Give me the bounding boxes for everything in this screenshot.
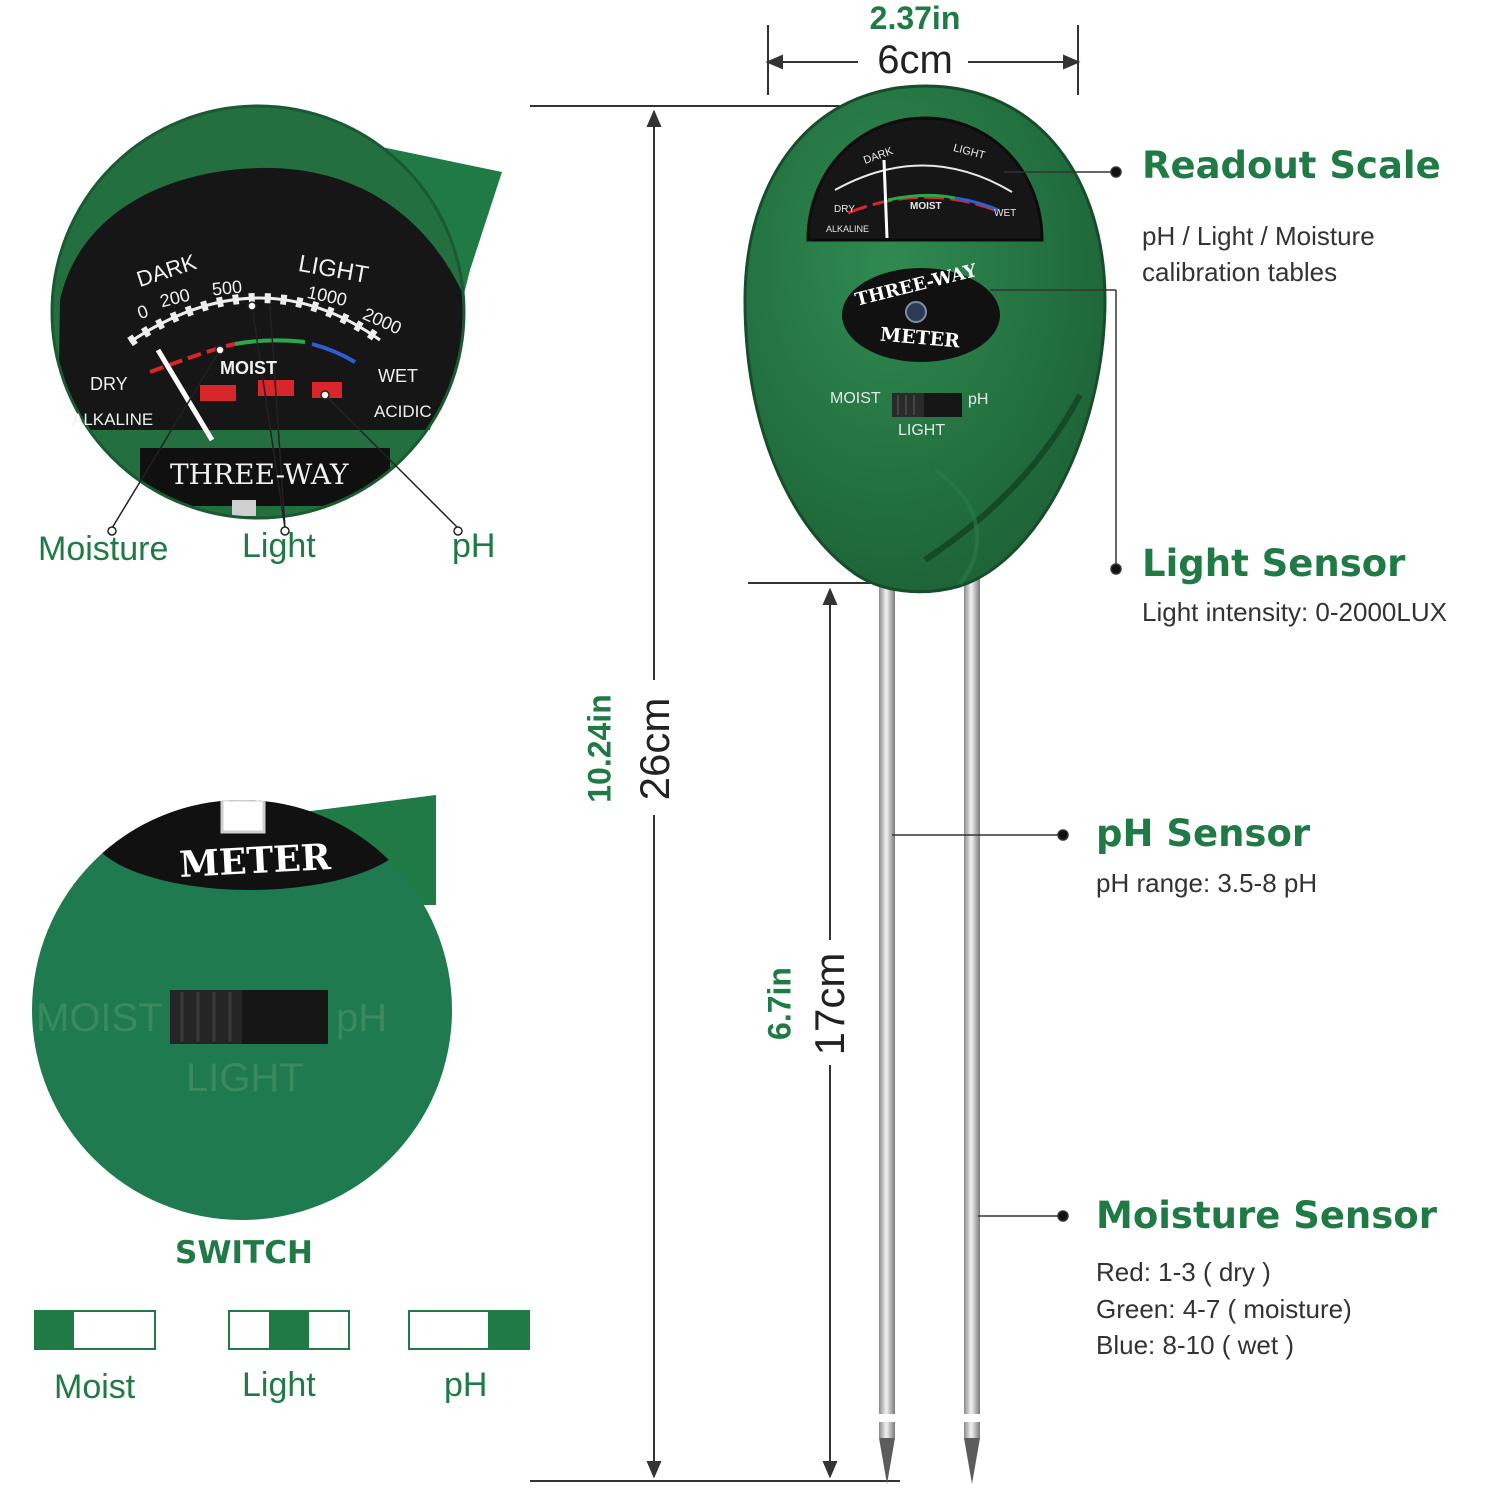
feature-desc-moisture-2: Green: 4-7 ( moisture) (1096, 1294, 1352, 1324)
meter-light-label: LIGHT (951, 142, 987, 162)
zoom-wet-label: WET (378, 366, 418, 386)
switch-indicator-ph (408, 1310, 530, 1350)
meter-switch-light: LIGHT (898, 422, 946, 439)
width-inch-label: 2.37in (869, 0, 961, 36)
meter-dial (806, 116, 1044, 242)
feature-desc-readout-1: pH / Light / Moisture (1142, 221, 1375, 251)
probe-dimension (748, 582, 872, 1479)
zoom-moist-label: MOIST (220, 358, 277, 378)
zoom-switch-moist: MOIST (36, 996, 163, 1040)
switch-label-light: Light (242, 1366, 316, 1404)
callout-light: Light (242, 527, 316, 565)
switch-title: SWITCH (175, 1235, 313, 1271)
probe-cm-label: 17cm (806, 952, 853, 1056)
feature-desc-light-1: Light intensity: 0-2000LUX (1142, 597, 1447, 627)
zoom-tick-200: 200 (157, 284, 192, 312)
probe-moisture (964, 560, 980, 1484)
meter-switch-moist: MOIST (830, 390, 881, 407)
feature-title-ph: pH Sensor (1096, 812, 1311, 855)
feature-title-light: Light Sensor (1142, 542, 1406, 585)
height-dimension (530, 105, 900, 1482)
switch-label-moist: Moist (54, 1368, 136, 1406)
meter-brand-oval (842, 268, 1000, 362)
zoom-dry-label: DRY (90, 374, 128, 394)
zoom-dial-text: DARK LIGHT 0 200 500 1000 2000 DRY MOIST… (52, 106, 464, 518)
switch-indicator-light (228, 1310, 350, 1350)
zoom-dial-circle (50, 104, 502, 520)
switch-indicator-light-knob (269, 1310, 309, 1350)
meter-dial-labels: DARK LIGHT DRY MOIST WET ALKALINE (808, 118, 1042, 240)
feature-title-readout: Readout Scale (1142, 144, 1441, 187)
zoom-callout-lines (107, 301, 463, 536)
meter-dark-label: DARK (861, 145, 895, 167)
feature-desc-moisture-3: Blue: 8-10 ( wet ) (1096, 1330, 1294, 1360)
switch-label-ph: pH (444, 1366, 488, 1404)
meter-wet-label: WET (994, 208, 1017, 219)
meter-switch-ph: pH (968, 391, 989, 408)
width-dimension (765, 25, 1081, 95)
zoom-tick-0: 0 (134, 300, 151, 324)
zoom-tick-500: 500 (210, 276, 243, 300)
switch-indicator-moist-knob (34, 1310, 74, 1350)
zoom-switch-circle (32, 795, 452, 1220)
zoom-acidic-label: ACIDIC (374, 402, 432, 421)
meter-dry-label: DRY (834, 204, 855, 215)
probe-inch-label: 6.7in (761, 967, 798, 1040)
probe-ph (879, 560, 895, 1484)
zoom-tick-2000: 2000 (359, 303, 405, 339)
zoom-switch-light: LIGHT (186, 1056, 304, 1100)
feature-title-moisture: Moisture Sensor (1096, 1194, 1437, 1237)
meter-moist-label: MOIST (910, 201, 942, 212)
zoom-switch-ph: pH (336, 996, 388, 1040)
height-cm-label: 26cm (631, 697, 678, 801)
meter-alkaline-label: ALKALINE (826, 224, 870, 234)
zoom-dark-label: DARK (133, 249, 200, 292)
zoom-dial-brand: THREE-WAY (170, 458, 349, 491)
switch-indicator-ph-knob (488, 1310, 528, 1350)
meter-switch (892, 393, 962, 417)
feature-desc-moisture-1: Red: 1-3 ( dry ) (1096, 1257, 1271, 1287)
feature-leaders (892, 166, 1122, 1222)
zoom-tick-1000: 1000 (305, 282, 349, 310)
callout-moisture: Moisture (38, 530, 169, 568)
height-inch-label: 10.24in (581, 694, 618, 803)
feature-desc-ph-1: pH range: 3.5-8 pH (1096, 868, 1318, 898)
callout-ph: pH (452, 527, 496, 565)
width-cm-label: 6cm (877, 38, 953, 82)
switch-indicator-moist (34, 1310, 156, 1350)
zoom-alkaline-label: ALKALINE (72, 410, 154, 429)
zoom-light-label: LIGHT (296, 250, 371, 289)
feature-desc-readout-2: calibration tables (1142, 257, 1338, 287)
